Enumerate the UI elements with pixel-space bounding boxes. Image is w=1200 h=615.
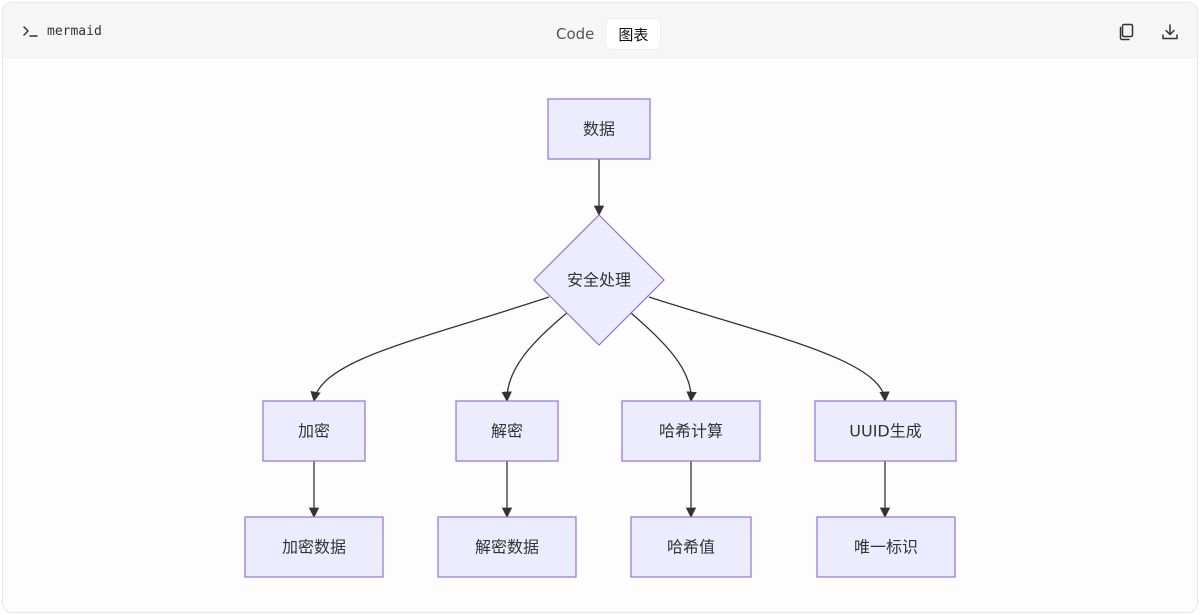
node-security: 安全处理	[533, 214, 665, 346]
node-shape-data	[547, 98, 651, 160]
diagram-canvas: 数据安全处理加密 解密 哈希计算 UUID生成加密数据 解密数据 哈希值 唯一标识	[3, 59, 1197, 612]
node-label-decrypt: 解密	[491, 422, 523, 441]
node-shape-encrypted	[244, 516, 384, 578]
node-label-hash: 哈希计算	[659, 422, 723, 441]
download-icon	[1161, 23, 1179, 41]
node-shape-hash	[621, 400, 761, 462]
node-shape-uniqueid	[816, 516, 956, 578]
node-label-decrypted: 解密数据	[475, 538, 539, 557]
edge-security-to-encrypt	[310, 296, 550, 403]
node-hash: 哈希计算	[621, 400, 761, 462]
node-shape-security	[533, 214, 665, 346]
tab-diagram[interactable]: 图表	[606, 19, 661, 49]
download-button[interactable]	[1158, 20, 1182, 44]
copy-icon	[1117, 23, 1135, 41]
node-decrypt: 解密	[455, 400, 559, 462]
code-block-toolbar: mermaid Code 图表	[3, 3, 1197, 59]
node-label-hashvalue: 哈希值	[667, 538, 715, 557]
tab-code[interactable]: Code	[556, 25, 595, 43]
node-hashvalue: 哈希值	[630, 516, 752, 578]
node-shape-decrypted	[437, 516, 577, 578]
node-encrypted: 加密数据	[244, 516, 384, 578]
node-label-uniqueid: 唯一标识	[854, 538, 918, 557]
language-name: mermaid	[47, 23, 102, 39]
node-uniqueid: 唯一标识	[816, 516, 956, 578]
node-label-security: 安全处理	[567, 271, 631, 290]
language-label: mermaid	[23, 22, 102, 40]
copy-button[interactable]	[1114, 20, 1138, 44]
edge-security-to-uuid	[648, 296, 890, 403]
node-shape-uuid	[814, 400, 957, 462]
node-data: 数据	[547, 98, 651, 160]
node-shape-encrypt	[262, 400, 366, 462]
view-tabs: Code 图表	[544, 19, 661, 49]
node-label-uuid: UUID生成	[849, 422, 921, 441]
edges-layer	[308, 159, 891, 519]
node-shape-decrypt	[455, 400, 559, 462]
node-label-encrypt: 加密	[298, 422, 330, 441]
node-label-data: 数据	[583, 120, 615, 139]
terminal-prompt-icon	[23, 25, 39, 37]
node-label-encrypted: 加密数据	[282, 538, 346, 557]
node-uuid: UUID生成	[814, 400, 957, 462]
node-encrypt: 加密	[262, 400, 366, 462]
edge-security-to-decrypt	[501, 311, 569, 403]
node-decrypted: 解密数据	[437, 516, 577, 578]
edge-security-to-hash	[630, 312, 697, 403]
node-shape-hashvalue	[630, 516, 752, 578]
